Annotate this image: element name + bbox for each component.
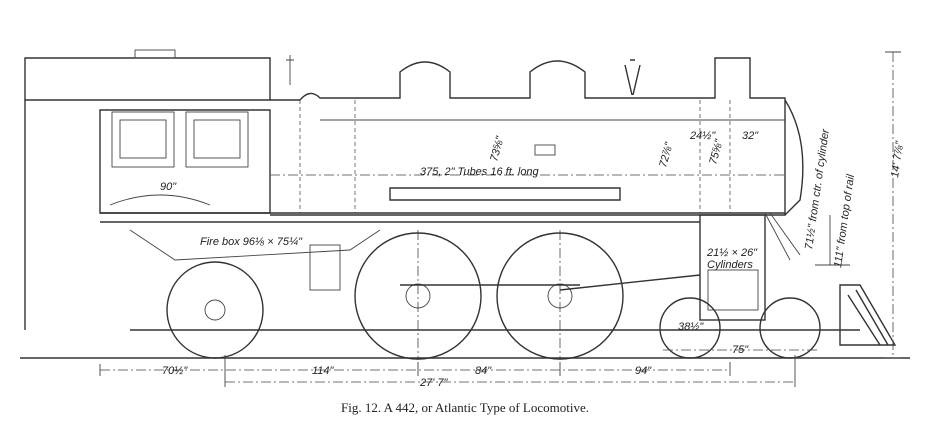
pilot bbox=[839, 284, 897, 346]
boiler-dia-2-label: 72⅞" bbox=[657, 140, 675, 169]
smokebox-dim-1: 24½" bbox=[689, 130, 716, 142]
truck-base-label: 75" bbox=[732, 344, 749, 356]
wheelbase-2-label: 84" bbox=[475, 365, 492, 377]
rear-overhang-label: 70½" bbox=[162, 365, 188, 377]
wheels bbox=[20, 232, 910, 360]
cylinder bbox=[699, 212, 801, 321]
tubes-label: 375, 2" Tubes 16 ft. long bbox=[420, 166, 540, 178]
wheelbase-3-label: 94" bbox=[635, 365, 652, 377]
boiler-dia-1-label: 73⅝" bbox=[488, 134, 506, 163]
trailing-wheel bbox=[166, 261, 264, 359]
overall-height-label: 14' 7⅞" bbox=[889, 139, 906, 178]
cab-width-label: 90" bbox=[160, 181, 177, 193]
dimension-lines bbox=[99, 51, 901, 387]
firebox-label: Fire box 96⅛ × 75¼" bbox=[200, 236, 303, 248]
cylinder-size-label: 21½ × 26" bbox=[706, 247, 758, 259]
cylinders-label: Cylinders bbox=[707, 259, 753, 271]
cylinder-center-label: 71½" from ctr. of cylinder bbox=[803, 127, 832, 250]
wheelbase-1-label: 114" bbox=[312, 365, 335, 377]
rail-height-label: 111" from top of rail bbox=[832, 173, 857, 268]
cab bbox=[24, 49, 271, 330]
truck-wheel-label: 38½" bbox=[678, 321, 704, 333]
smokebox-dim-2: 32" bbox=[742, 130, 759, 142]
truck-wheel-front bbox=[759, 297, 821, 359]
total-wheelbase-label: 27' 7" bbox=[419, 377, 449, 389]
figure-caption: Fig. 12. A 442, or Atlantic Type of Loco… bbox=[341, 400, 589, 415]
frame bbox=[100, 187, 860, 331]
boiler bbox=[270, 55, 804, 216]
